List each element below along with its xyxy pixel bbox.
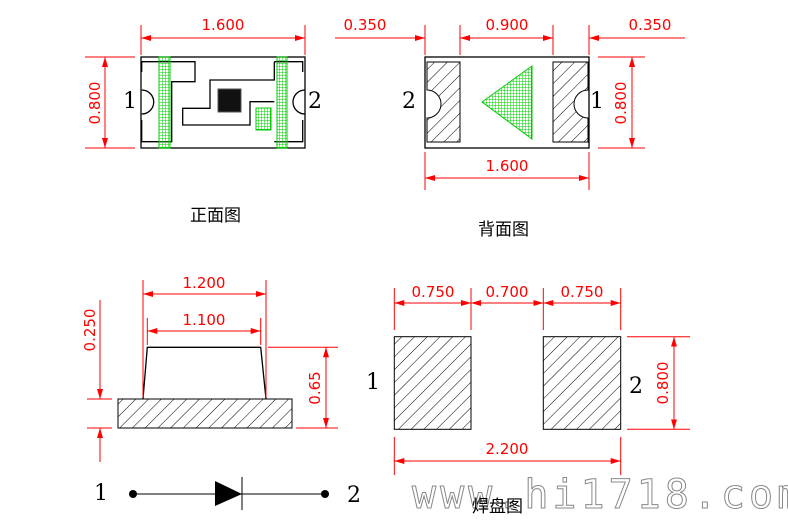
side-lens (142, 346, 267, 400)
side-base-label: 0.250 (81, 309, 99, 352)
polarity-triangle (481, 65, 533, 140)
pad-layout: www.hi1718.com 0.750 0.700 0.750 2.200 0… (366, 283, 788, 519)
side-view: 1.200 1.100 0.250 0.65 (81, 274, 338, 462)
pad-layout-caption: 焊盘图 (472, 497, 523, 517)
back-center-label: 0.900 (486, 16, 529, 34)
side-inner-label: 1.100 (183, 311, 226, 329)
solder-pad-2 (542, 336, 622, 430)
watermark: www.hi1718.com (412, 472, 788, 518)
front-small-pad (255, 107, 272, 131)
pad-pin-1: 1 (366, 370, 380, 395)
back-pin-2: 2 (402, 89, 416, 114)
front-view: 1.600 0.800 1 2 正面图 (85, 16, 322, 226)
anode-terminal (129, 490, 137, 498)
solder-pad-1 (393, 336, 472, 430)
front-extension-lines (85, 25, 306, 149)
back-right-pad (552, 61, 589, 143)
side-height-label: 0.65 (306, 371, 324, 404)
front-height-label: 0.800 (86, 82, 104, 125)
pad-gap-label: 0.700 (486, 283, 529, 301)
front-body-outline (140, 56, 306, 149)
cathode-terminal (321, 490, 329, 498)
side-base (117, 398, 293, 429)
pad-total-label: 2.200 (486, 440, 529, 458)
front-view-caption: 正面图 (190, 206, 241, 226)
diode-triangle (215, 481, 242, 506)
back-left-pad (426, 61, 461, 143)
diode-schematic: 1 2 (94, 477, 361, 510)
schematic-pin-2: 2 (347, 483, 361, 508)
pad2-width-label: 0.750 (561, 283, 604, 301)
front-left-electrode (158, 56, 171, 149)
front-left-frame (141, 61, 196, 143)
back-view-caption: 背面图 (478, 220, 529, 240)
pad-extension-lines (393, 288, 690, 475)
front-left-notch (141, 89, 155, 115)
pad-pin-2: 2 (629, 374, 643, 399)
front-width-label: 1.600 (202, 16, 245, 34)
schematic-pin-1: 1 (94, 481, 108, 506)
pad-height-label: 0.800 (654, 362, 672, 405)
back-body-outline (424, 56, 590, 149)
back-pin-1: 1 (590, 89, 604, 114)
side-top-label: 1.200 (183, 274, 226, 292)
front-pin-1: 1 (123, 89, 137, 114)
back-width-label: 1.600 (486, 157, 529, 175)
front-pin-2: 2 (308, 89, 322, 114)
back-left-label: 0.350 (344, 16, 387, 34)
back-right-label: 0.350 (629, 16, 672, 34)
back-height-label: 0.800 (612, 82, 630, 125)
back-view: 0.350 0.900 0.350 0.800 1.600 2 1 背面图 (335, 16, 685, 240)
front-right-notch (292, 89, 306, 115)
front-right-electrode (276, 56, 288, 149)
led-chip (217, 88, 242, 113)
pad1-width-label: 0.750 (412, 283, 455, 301)
